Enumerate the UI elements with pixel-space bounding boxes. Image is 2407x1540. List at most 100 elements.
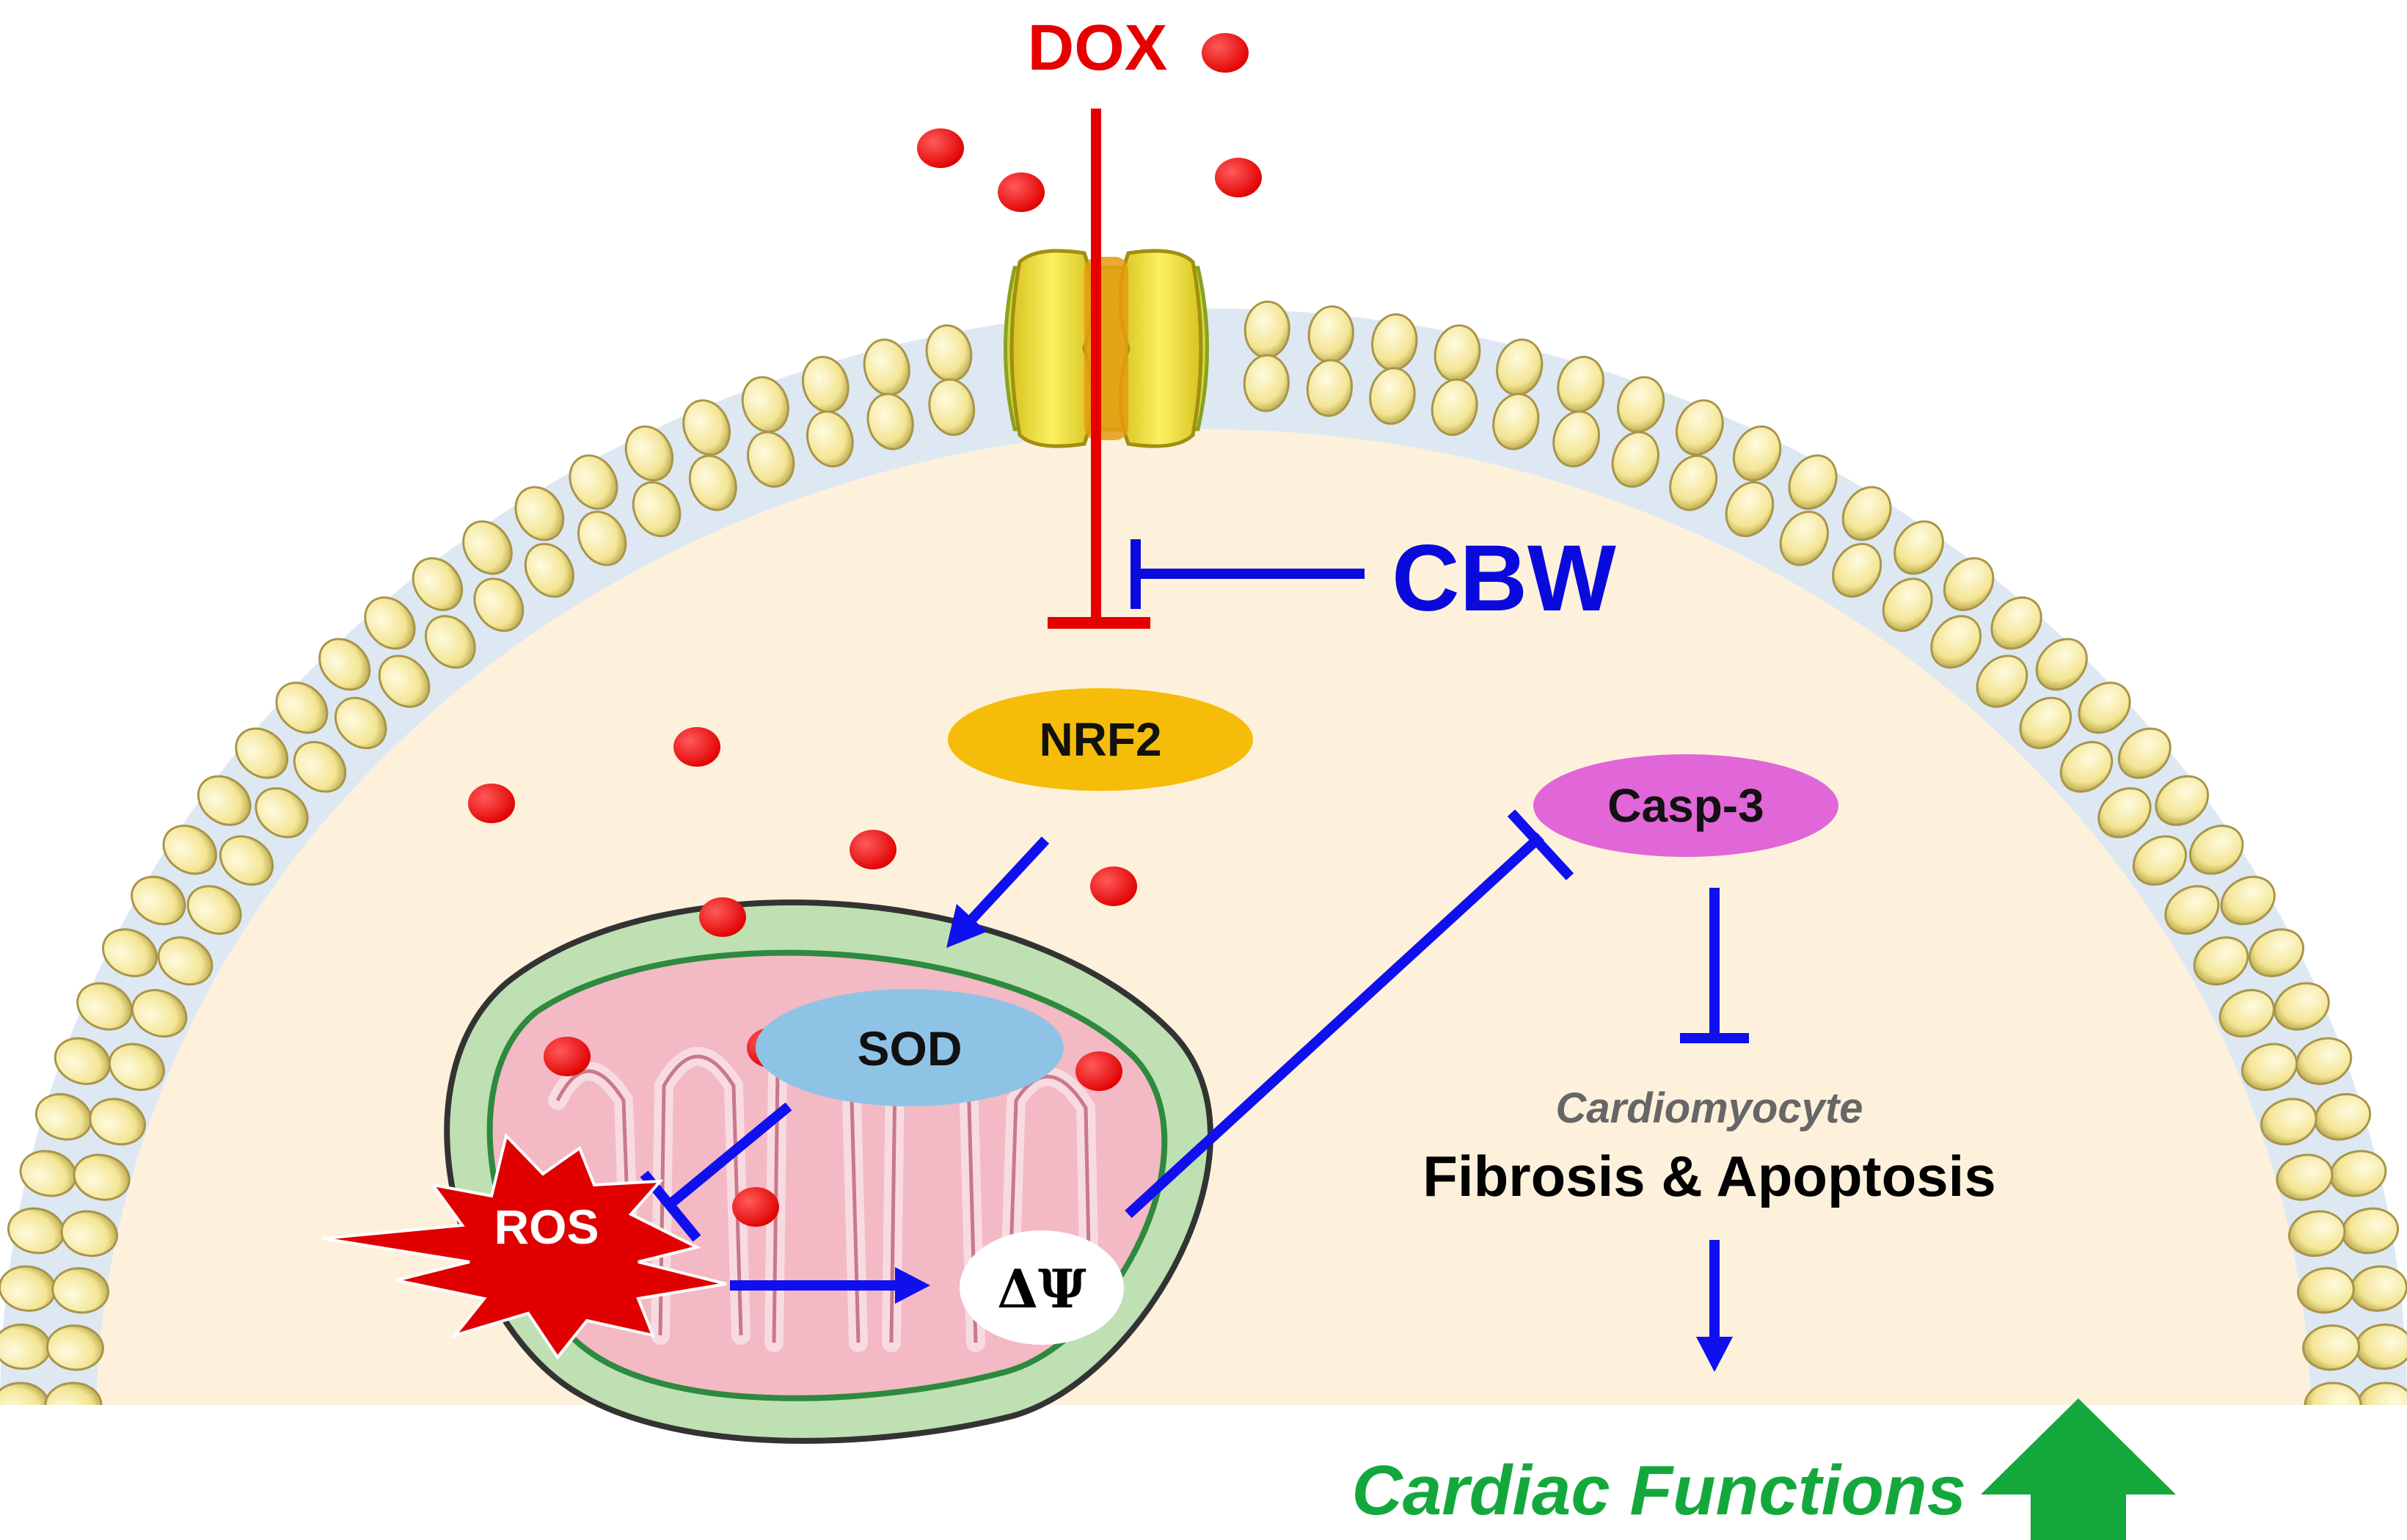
lipid-head — [2097, 787, 2152, 839]
lipid-head — [1893, 520, 1944, 575]
membrane-band — [0, 307, 2407, 1405]
lipid-head — [275, 682, 329, 734]
dox-particle — [1202, 33, 1249, 73]
lipid-head — [2132, 835, 2188, 886]
lipid-head — [514, 486, 565, 541]
delta-psi-inhibits-casp3 — [1125, 809, 1574, 1219]
lipid-head — [462, 520, 513, 575]
lipid-head — [2218, 989, 2276, 1038]
lipid-head — [73, 1153, 131, 1201]
lipid-head — [293, 741, 347, 793]
dox-particle — [732, 1187, 779, 1227]
delta-psi-node: ΔΨ — [960, 1230, 1124, 1345]
lipid-head — [2249, 928, 2305, 977]
lipid-head — [524, 542, 574, 598]
lipid-head — [1552, 410, 1600, 468]
ion-channel-icon — [1004, 249, 1209, 448]
lipid-head — [2059, 741, 2114, 793]
lipid-head — [364, 596, 416, 650]
lipid-head — [197, 775, 252, 826]
lipid-head — [1557, 355, 1604, 413]
cbw-label: CBW — [1392, 526, 1616, 631]
lipid-head — [2356, 1382, 2407, 1405]
lipid-head — [131, 989, 188, 1038]
lipid-head — [1369, 367, 1416, 426]
lipid-head — [1492, 393, 1540, 450]
lipid-head — [806, 410, 854, 468]
lipid-head — [1243, 354, 1290, 412]
lipid-head — [1611, 431, 1659, 488]
dox-particle — [998, 172, 1045, 212]
ros-to-delta-psi-arrow — [730, 1267, 930, 1304]
lipid-head — [2273, 982, 2330, 1031]
lipid-head — [1676, 399, 1724, 456]
lipid-head — [1841, 486, 1892, 541]
dox-inhibition-line — [1048, 109, 1150, 629]
lipid-head — [1732, 425, 1782, 482]
ros-label: ROS — [494, 1200, 599, 1254]
lipid-head — [2220, 875, 2276, 926]
lipid-bilayer-icon — [0, 300, 2407, 1405]
lipid-head — [688, 454, 737, 511]
lipid-head — [424, 615, 476, 669]
lipid-head — [2164, 885, 2220, 935]
green-up-arrow-icon — [1981, 1398, 2176, 1540]
lipid-head — [108, 1043, 165, 1091]
lipid-head — [741, 376, 789, 433]
nrf2-label: NRF2 — [1039, 713, 1161, 766]
lipid-head — [1306, 359, 1354, 417]
dox-particle — [699, 897, 746, 937]
lipid-head — [131, 875, 186, 926]
lipid-head — [157, 936, 213, 986]
nrf2-node: NRF2 — [948, 688, 1253, 791]
casp3-node: Casp-3 — [1533, 754, 1838, 857]
lipid-head — [2260, 1098, 2317, 1146]
lipid-head — [89, 1098, 147, 1146]
lipid-head — [2155, 775, 2210, 826]
lipid-head — [0, 1382, 50, 1405]
lipid-head — [1990, 596, 2042, 650]
lipid-head — [1779, 511, 1829, 566]
lipid-head — [101, 928, 158, 977]
lipid-head — [1725, 481, 1775, 538]
lipid-head — [2035, 638, 2088, 691]
nrf2-to-sod-arrow — [946, 836, 1050, 948]
lipid-head — [334, 696, 387, 750]
lipid-head — [2287, 1210, 2346, 1258]
lipid-head — [2296, 1267, 2355, 1314]
lipid-head — [1930, 615, 1982, 669]
lipid-head — [1669, 454, 1718, 511]
dox-particle — [1215, 158, 1262, 197]
cbw-inhibition-line — [1131, 539, 1365, 609]
lipid-head — [802, 355, 850, 413]
lipid-head — [45, 1324, 104, 1371]
cardiac-functions-label: Cardiac Functions — [1352, 1451, 1966, 1530]
dox-particle — [850, 830, 896, 869]
lipid-head — [632, 481, 682, 538]
dox-particle — [1075, 1051, 1122, 1091]
lipid-head — [1943, 557, 1995, 611]
lipid-head — [928, 378, 976, 437]
lipid-head — [682, 399, 731, 456]
lipid-head — [378, 654, 431, 708]
sod-node: SOD — [756, 989, 1064, 1106]
lipid-head — [2276, 1153, 2334, 1201]
fibrosis-apoptosis-label: Fibrosis & Apoptosis — [1422, 1144, 1996, 1208]
lipid-head — [2304, 1382, 2362, 1405]
dox-label: DOX — [1028, 11, 1168, 84]
lipid-head — [1882, 577, 1933, 632]
cell-membrane — [0, 300, 2407, 1405]
lipid-head — [2295, 1037, 2353, 1085]
lipid-head — [577, 511, 627, 566]
lipid-head — [162, 825, 218, 875]
lipid-head — [255, 787, 309, 839]
lipid-head — [1617, 376, 1665, 433]
lipid-head — [235, 727, 289, 779]
lipid-head — [2302, 1324, 2361, 1371]
lipid-head — [318, 638, 371, 691]
lipid-head — [1788, 454, 1838, 510]
lipid-head — [1431, 378, 1478, 437]
lipid-head — [473, 577, 525, 632]
lipid-head — [219, 835, 274, 886]
lipid-head — [866, 393, 914, 450]
